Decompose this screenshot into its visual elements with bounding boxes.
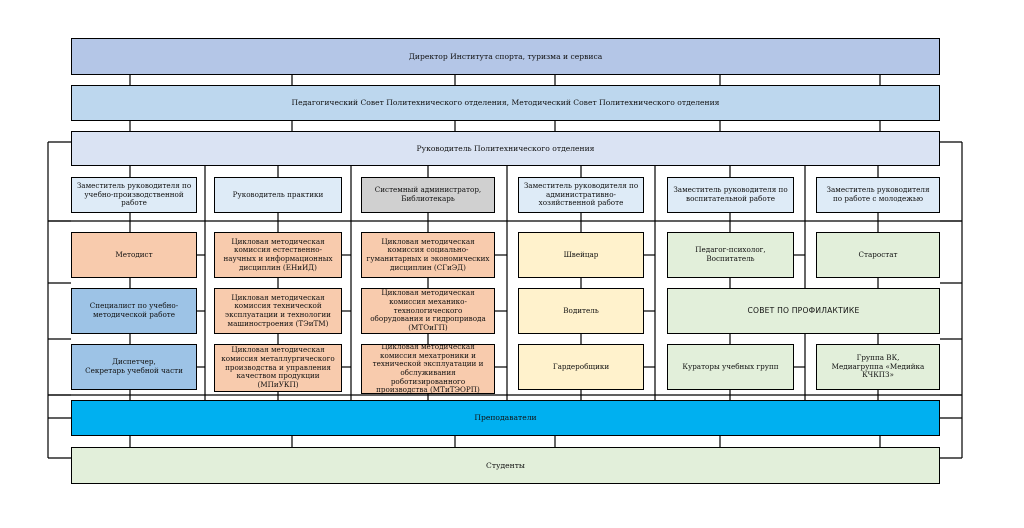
col5-header-label: Заместитель руководителя по воспитательн… xyxy=(673,185,788,203)
teachers-box: Преподаватели xyxy=(71,400,940,436)
col2-header: Руководитель практики xyxy=(214,177,342,213)
col3-header: Системный администратор, Библиотекарь xyxy=(361,177,495,213)
col6-item-1: Старостат xyxy=(816,232,940,278)
col4-item-2: Водитель xyxy=(518,288,644,334)
col4-item-1: Швейцар xyxy=(518,232,644,278)
col3-item-1: Цикловая методическая комиссия социально… xyxy=(361,232,495,278)
director-box: Директор Института спорта, туризма и сер… xyxy=(71,38,940,75)
students-box: Студенты xyxy=(71,447,940,484)
col6-header-label: Заместитель руководителя по работе с мол… xyxy=(826,185,930,203)
col6-item-2: Группа ВК, Медиагруппа «Медийка КЧКПЗ» xyxy=(816,344,940,390)
council-label: Педагогический Совет Политехнического от… xyxy=(291,98,720,108)
col3-item-3: Цикловая методическая комиссия мехатрони… xyxy=(361,344,495,394)
col1-header-label: Заместитель руководителя по учебно-произ… xyxy=(76,181,192,208)
col1-item-3: Диспетчер, Секретарь учебной части xyxy=(71,344,197,390)
col6-header: Заместитель руководителя по работе с мол… xyxy=(816,177,940,213)
col3-item-2: Цикловая методическая комиссия механико-… xyxy=(361,288,495,334)
col1-item-2: Специалист по учебно-методической работе xyxy=(71,288,197,334)
col5-item-1: Педагог-психолог, Воспитатель xyxy=(667,232,794,278)
col1-item-1: Методист xyxy=(71,232,197,278)
col5-item-2: Кураторы учебных групп xyxy=(667,344,794,390)
col3-header-label: Системный администратор, Библиотекарь xyxy=(374,185,482,203)
col1-header: Заместитель руководителя по учебно-произ… xyxy=(71,177,197,213)
col4-item-3: Гардеробщики xyxy=(518,344,644,390)
col2-header-label: Руководитель практики xyxy=(232,189,324,199)
col2-item-1: Цикловая методическая комиссия естествен… xyxy=(214,232,342,278)
col5-header: Заместитель руководителя по воспитательн… xyxy=(667,177,794,213)
head-box: Руководитель Политехнического отделения xyxy=(71,131,940,166)
prevention-council-box: СОВЕТ ПО ПРОФИЛАКТИКЕ xyxy=(667,288,940,334)
director-label: Директор Института спорта, туризма и сер… xyxy=(408,51,603,61)
council-box: Педагогический Совет Политехнического от… xyxy=(71,85,940,121)
col4-header: Заместитель руководителя по администрати… xyxy=(518,177,644,213)
head-label: Руководитель Политехнического отделения xyxy=(416,143,595,153)
col2-item-2: Цикловая методическая комиссия техническ… xyxy=(214,288,342,334)
col2-item-3: Цикловая методическая комиссия металлург… xyxy=(214,344,342,392)
col4-header-label: Заместитель руководителя по администрати… xyxy=(523,181,639,208)
